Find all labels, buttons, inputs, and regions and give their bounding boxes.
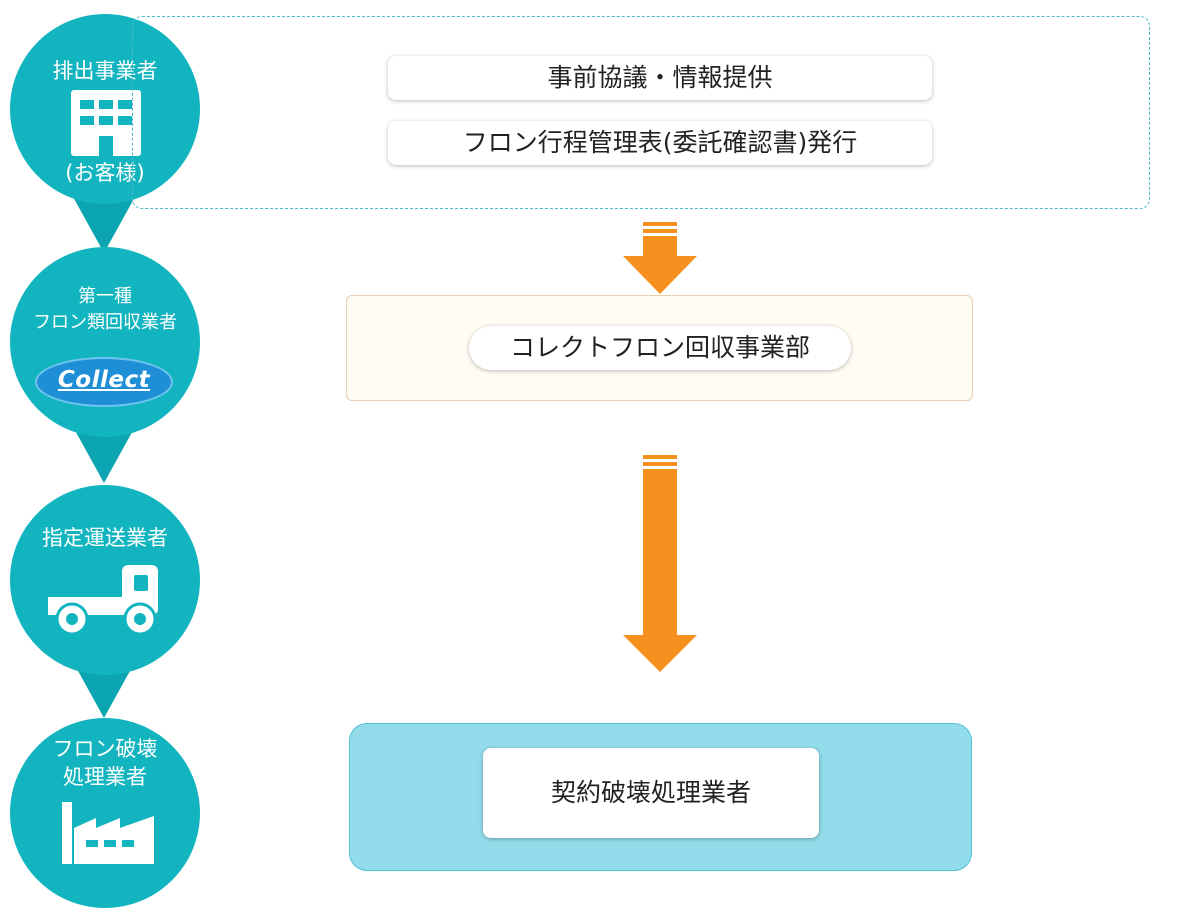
flow-connector-1 — [72, 195, 136, 253]
step-discharger-title: 排出事業者 — [52, 59, 158, 83]
manifest-label: フロン行程管理表(委託確認書)発行 — [462, 128, 858, 157]
destruction-contractor-box: 契約破壊処理業者 — [483, 748, 819, 838]
consultation-box: 事前協議・情報提供 — [388, 56, 932, 100]
step-transporter: 指定運送業者 — [10, 485, 200, 675]
step-collector-title-line2: フロン類回収業者 — [33, 312, 177, 333]
down-arrow-short — [623, 222, 697, 294]
consultation-label: 事前協議・情報提供 — [547, 63, 773, 92]
truck-icon — [48, 565, 158, 635]
down-arrow-long — [623, 455, 697, 672]
destruction-contractor-frame — [349, 723, 972, 871]
pre-consultation-frame — [132, 16, 1150, 209]
collection-department-box: コレクトフロン回収事業部 — [469, 326, 851, 370]
step-destroyer-title-line1: フロン破壊 — [52, 737, 158, 761]
step-collector-title-line1: 第一種 — [78, 286, 132, 307]
step-discharger-subtitle: (お客様) — [65, 161, 145, 185]
step-discharger: 排出事業者 (お客様) — [10, 14, 200, 204]
destruction-contractor-label: 契約破壊処理業者 — [550, 778, 751, 807]
collection-department-label: コレクトフロン回収事業部 — [509, 333, 810, 362]
office-building-icon — [71, 90, 141, 156]
collect-logo-text: Collect — [57, 367, 151, 393]
manifest-box: フロン行程管理表(委託確認書)発行 — [388, 121, 932, 165]
collection-department-frame — [346, 295, 973, 401]
factory-icon — [62, 802, 154, 864]
collect-logo: Collect — [35, 357, 173, 407]
step-collector: 第一種 フロン類回収業者 Collect — [10, 247, 200, 437]
step-destroyer: フロン破壊 処理業者 — [10, 718, 200, 908]
step-transporter-title: 指定運送業者 — [42, 526, 168, 550]
step-destroyer-title-line2: 処理業者 — [63, 765, 147, 789]
